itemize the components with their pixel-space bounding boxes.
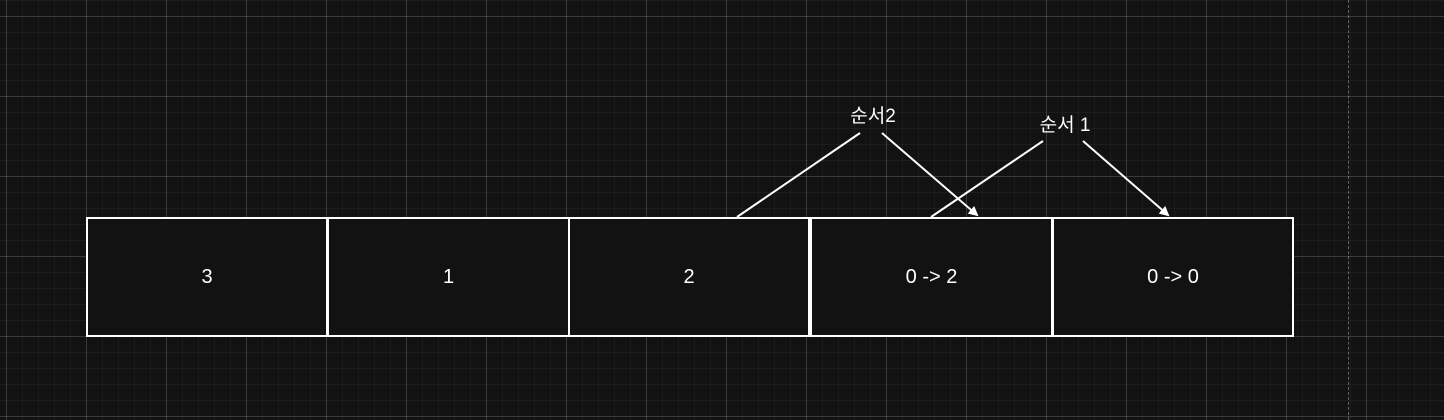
array-cell-3-value: 0 -> 2 — [905, 265, 958, 288]
step1-arrow[interactable] — [1082, 140, 1170, 217]
array-cell-2[interactable]: 2 — [568, 217, 810, 337]
step2-arrow[interactable] — [881, 132, 979, 217]
array-cell-3[interactable]: 0 -> 2 — [810, 217, 1053, 337]
array-cell-1-value: 1 — [442, 265, 455, 288]
array-cell-0[interactable]: 3 — [86, 217, 328, 337]
array-cell-4[interactable]: 0 -> 0 — [1052, 217, 1294, 337]
array-cell-1[interactable]: 1 — [327, 217, 570, 337]
array-cell-4-value: 0 -> 0 — [1147, 265, 1199, 288]
step1-label[interactable]: 순서 1 — [1039, 115, 1091, 136]
step1-connector-line — [930, 140, 1044, 218]
array-cell-2-value: 2 — [683, 265, 695, 288]
step2-label[interactable]: 순서2 — [850, 106, 896, 127]
step2-connector-line — [736, 132, 861, 218]
page-boundary-guide — [1348, 0, 1349, 420]
array-cell-0-value: 3 — [201, 265, 213, 288]
